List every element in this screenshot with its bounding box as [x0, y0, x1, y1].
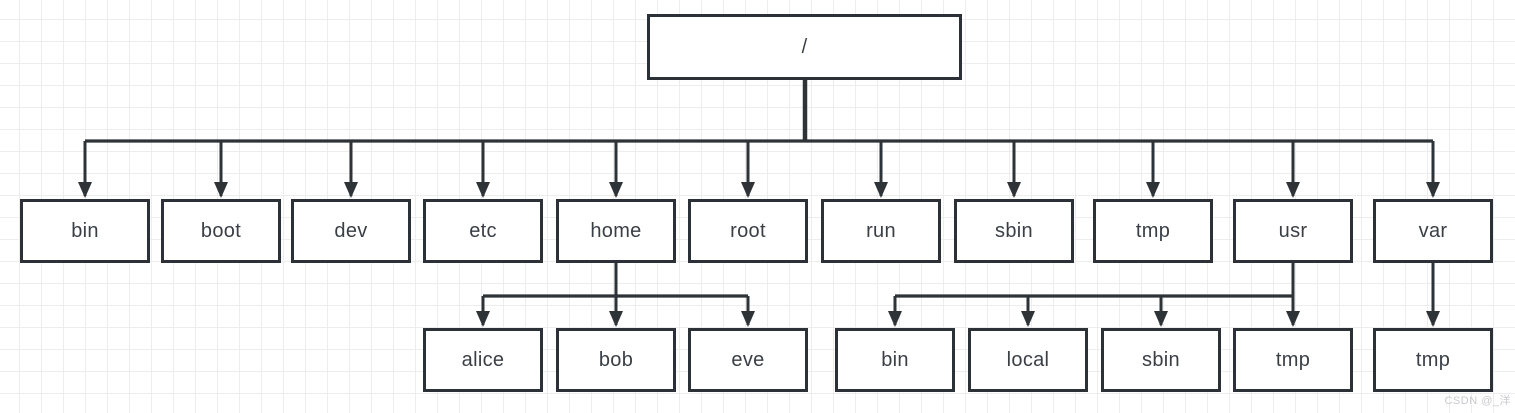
- node-run: run: [821, 199, 941, 263]
- node-home: home: [556, 199, 676, 263]
- node-etc: etc: [423, 199, 543, 263]
- node-usr: usr: [1233, 199, 1353, 263]
- node-var: var: [1373, 199, 1493, 263]
- node-boot: boot: [161, 199, 281, 263]
- node-root-dir: root: [688, 199, 808, 263]
- node-bin: bin: [20, 199, 150, 263]
- node-usr-bin: bin: [835, 328, 955, 392]
- node-usr-local: local: [968, 328, 1088, 392]
- node-root: /: [647, 14, 962, 80]
- watermark: CSDN @_洋: [1444, 395, 1511, 407]
- node-usr-tmp: tmp: [1233, 328, 1353, 392]
- node-dev: dev: [291, 199, 411, 263]
- node-sbin: sbin: [954, 199, 1074, 263]
- node-tmp: tmp: [1093, 199, 1213, 263]
- node-usr-sbin: sbin: [1101, 328, 1221, 392]
- node-bob: bob: [556, 328, 676, 392]
- node-alice: alice: [423, 328, 543, 392]
- node-var-tmp: tmp: [1373, 328, 1493, 392]
- node-eve: eve: [688, 328, 808, 392]
